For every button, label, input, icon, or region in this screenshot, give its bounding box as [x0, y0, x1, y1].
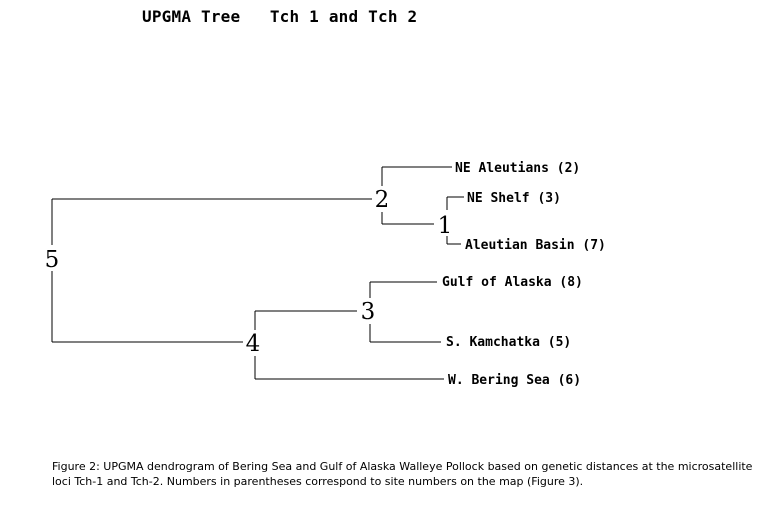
leaf-label-ne-shelf: NE Shelf (3)	[467, 191, 561, 206]
figure-title: UPGMA Tree Tch 1 and Tch 2	[142, 7, 418, 26]
leaf-label-w-bering-sea: W. Bering Sea (6)	[448, 373, 581, 388]
leaf-label-aleutian-basin: Aleutian Basin (7)	[465, 238, 606, 253]
leaf-label-gulf-of-alaska: Gulf of Alaska (8)	[442, 275, 583, 290]
figure-caption: Figure 2: UPGMA dendrogram of Bering Sea…	[52, 460, 753, 488]
leaf-label-s-kamchatka: S. Kamchatka (5)	[446, 335, 571, 350]
node-label-4: 4	[246, 331, 261, 357]
dendrogram: 5 2 1 4 3 NE Aleutians (2) NE Shelf (3) …	[45, 161, 606, 388]
node-label-2: 2	[375, 187, 390, 213]
node-label-3: 3	[361, 299, 376, 325]
leaf-label-ne-aleutians: NE Aleutians (2)	[455, 161, 580, 176]
node-label-1: 1	[438, 213, 453, 239]
node-label-5: 5	[45, 247, 60, 273]
